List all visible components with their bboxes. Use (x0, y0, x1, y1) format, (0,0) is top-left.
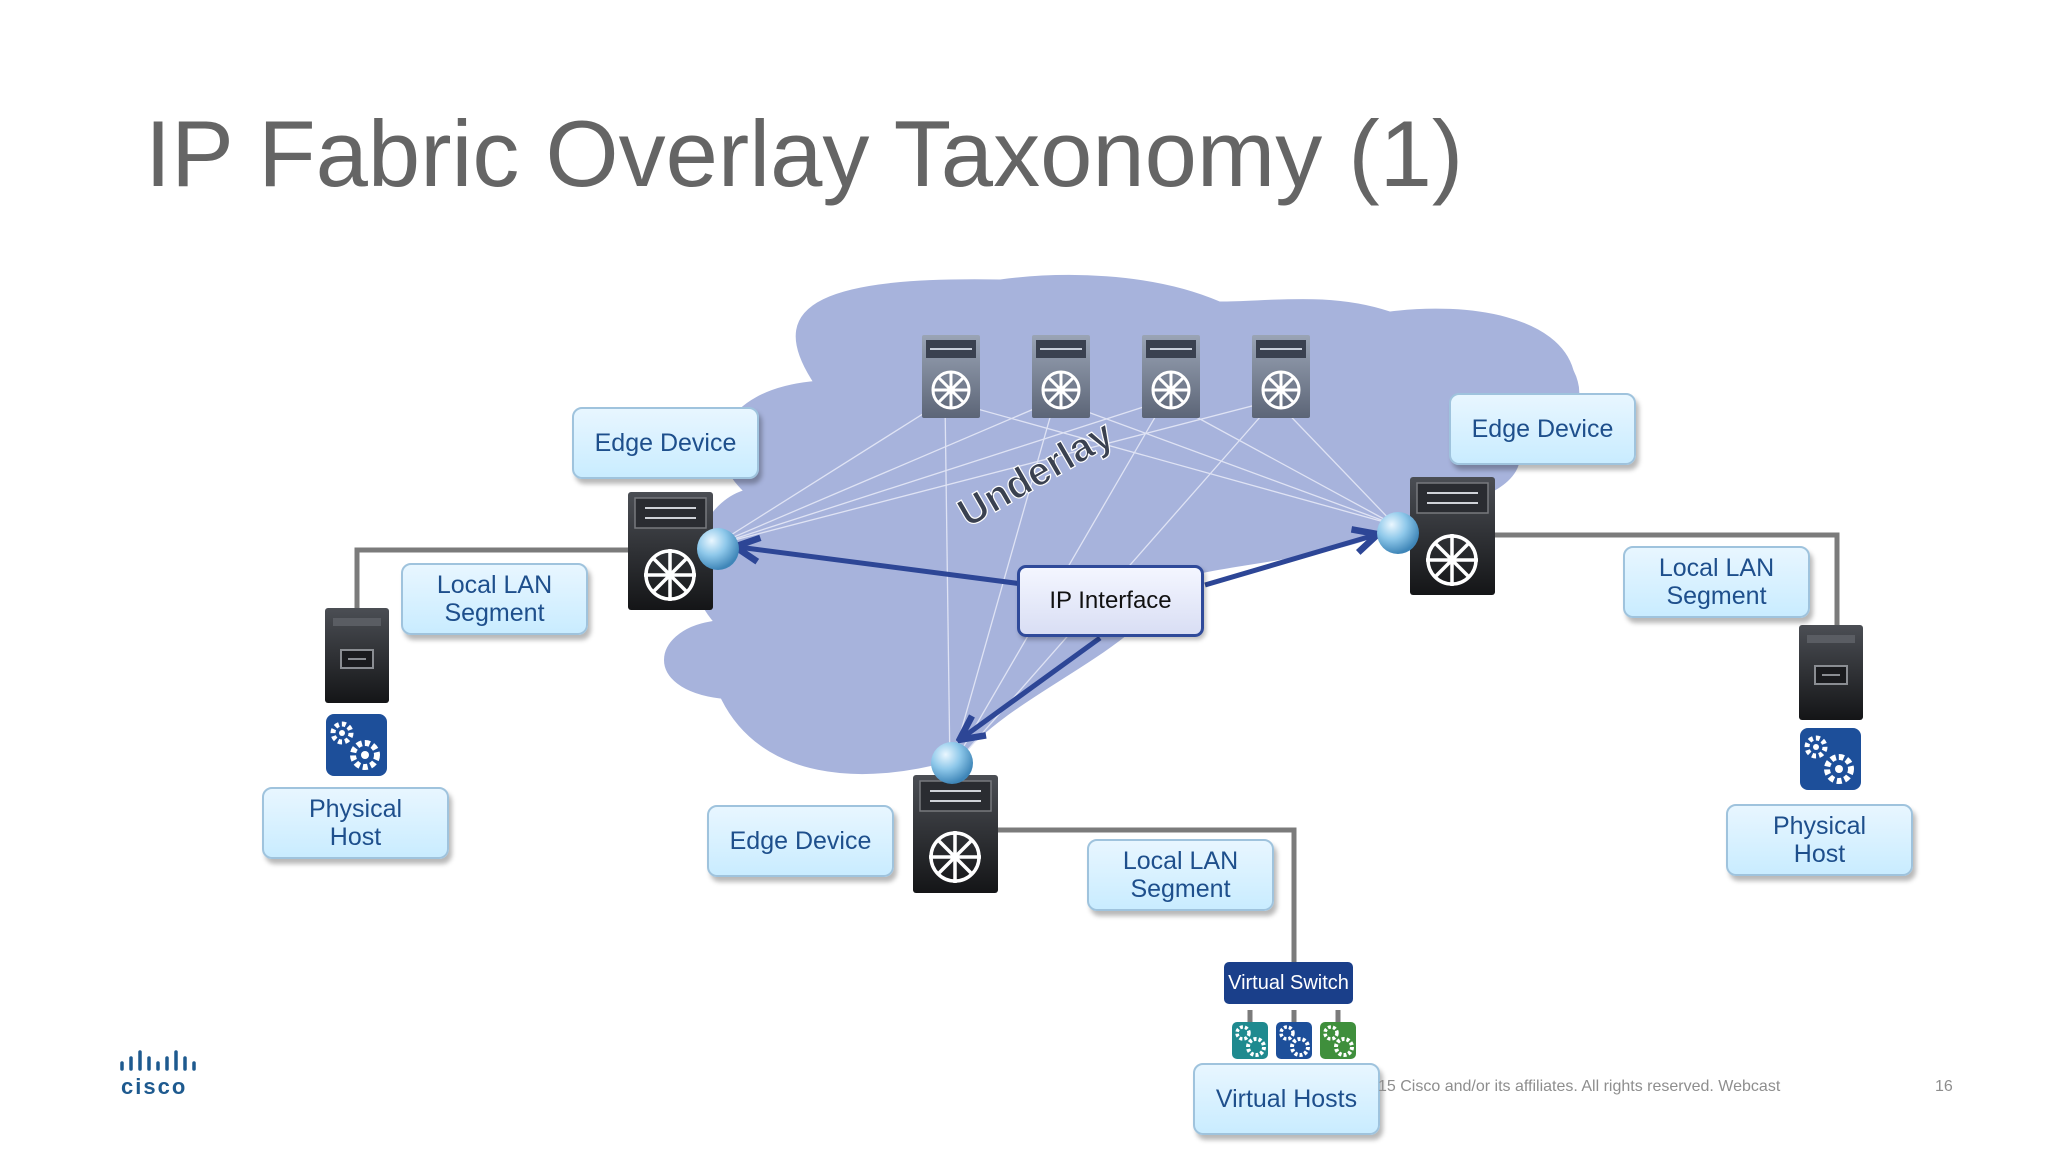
physical-host-label-left: Physical Host (262, 787, 449, 859)
virtual-switch-label: Virtual Switch (1224, 962, 1353, 1004)
spine-switch (1142, 335, 1200, 418)
edge-switch-bottom (913, 775, 998, 893)
virtual-hosts-label: Virtual Hosts (1193, 1063, 1380, 1135)
edge-device-label-left: Edge Device (572, 407, 759, 479)
edge-device-label-right: Edge Device (1449, 393, 1636, 465)
gears-icon-right (1800, 728, 1861, 790)
server-icon-right (1799, 625, 1863, 720)
cisco-logo-text: cisco (121, 1074, 188, 1099)
vm-gears-icon (1232, 1022, 1268, 1059)
edge-switch-left (628, 492, 713, 610)
slide-title: IP Fabric Overlay Taxonomy (1) (145, 101, 1464, 206)
interface-ball-right (1377, 512, 1419, 554)
gears-icon-left (326, 714, 387, 776)
page-number: 16 (1935, 1078, 1953, 1095)
spine-switch (1032, 335, 1090, 418)
copyright-text: 15 Cisco and/or its affiliates. All righ… (1378, 1078, 1781, 1095)
server-icon-left (325, 608, 389, 703)
spine-switch (922, 335, 980, 418)
cisco-logo-icon (120, 1050, 196, 1071)
interface-ball-left (697, 528, 739, 570)
local-lan-segment-label-bottom: Local LAN Segment (1087, 839, 1274, 911)
ip-interface-label: IP Interface (1017, 565, 1204, 637)
underlay-mesh (714, 399, 1396, 771)
edge-device-label-bottom: Edge Device (707, 805, 894, 877)
ip-interface-arrows (738, 535, 1375, 738)
vm-gears-icon (1276, 1022, 1312, 1059)
spine-switch (1252, 335, 1310, 418)
edge-switch-right (1410, 477, 1495, 595)
lan-connectors (354, 532, 1840, 1025)
local-lan-segment-label-left: Local LAN Segment (401, 563, 588, 635)
interface-ball-bottom (931, 742, 973, 784)
vm-gears-icon (1320, 1022, 1356, 1059)
local-lan-segment-label-right: Local LAN Segment (1623, 546, 1810, 618)
physical-host-label-right: Physical Host (1726, 804, 1913, 876)
